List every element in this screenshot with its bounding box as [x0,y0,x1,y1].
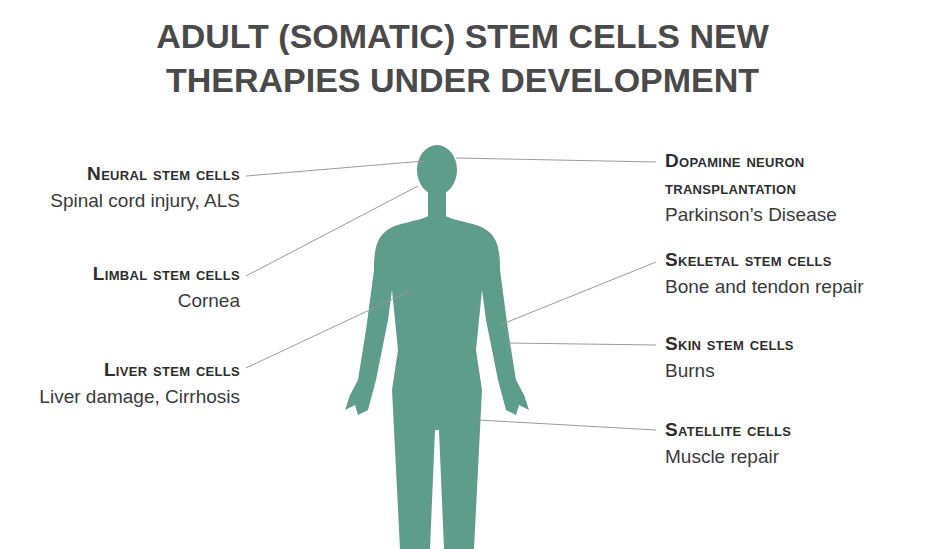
human-silhouette [345,145,529,549]
therapy-label: Parkinson’s Disease [665,201,915,228]
head-shape [417,145,457,195]
leader-lines [246,158,656,430]
leader-line [478,420,656,430]
therapy-label: Cornea [4,287,240,314]
torso-limbs-shape [345,215,529,549]
cell-type-label: Skeletal stem cells [665,246,915,273]
diagram-title: ADULT (SOMATIC) STEM CELLS NEW THERAPIES… [80,14,845,102]
cell-type-label: Liver stem cells [4,356,240,383]
leader-line [508,343,656,345]
leader-line [500,262,656,325]
cell-type-label: Dopamine neuron transplantation [665,147,880,201]
cell-type-label: Satellite cells [665,416,915,443]
leader-line [246,186,418,276]
leader-line [246,161,424,176]
cell-type-label: Limbal stem cells [4,260,240,287]
therapy-label: Bone and tendon repair [665,273,915,300]
therapy-label: Liver damage, Cirrhosis [4,383,240,410]
therapy-label: Burns [665,357,915,384]
cell-type-label: Skin stem cells [665,330,915,357]
cell-type-label: Neural stem cells [4,160,240,187]
therapy-label: Spinal cord injury, ALS [4,187,240,214]
therapy-label: Muscle repair [665,443,915,470]
leader-line [456,158,656,162]
leader-line [246,290,412,368]
